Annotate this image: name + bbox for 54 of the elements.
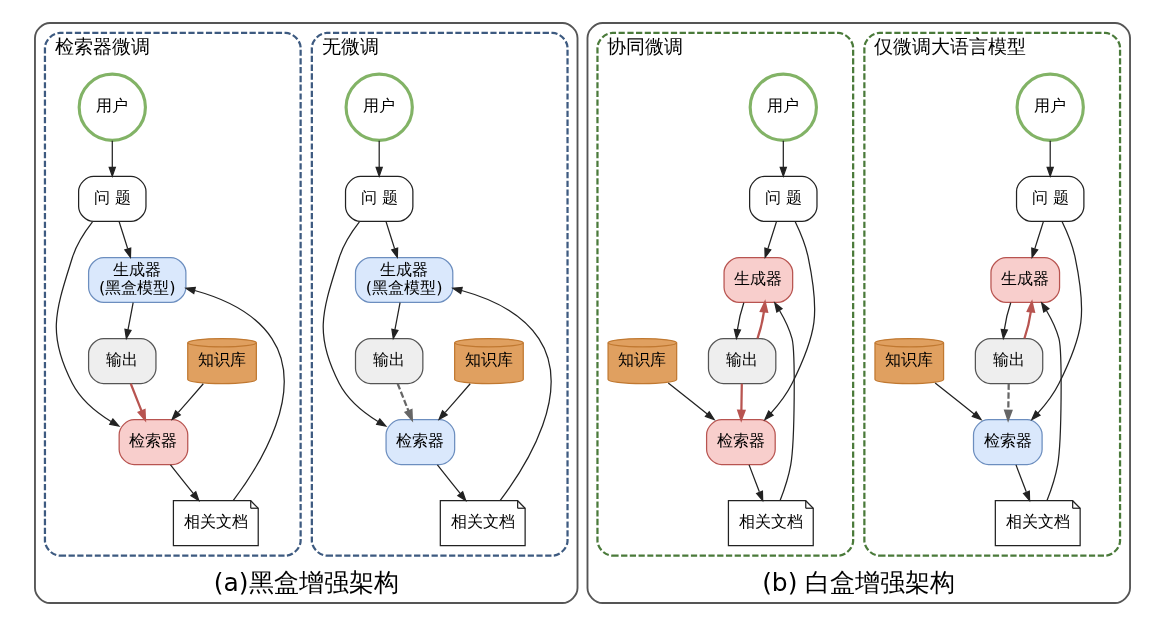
node-box: 问 题 — [748, 175, 818, 222]
arrow — [934, 382, 983, 421]
node-box: 问 题 — [344, 175, 413, 222]
arrow — [1030, 221, 1044, 260]
arrow — [384, 221, 398, 260]
arrow — [733, 302, 744, 341]
node-circle: 用户 — [748, 72, 818, 142]
node-box: 输出 — [707, 338, 776, 385]
arrow — [1040, 301, 1062, 502]
node-box: 检索器 — [118, 419, 188, 466]
arrow — [999, 302, 1011, 341]
arrow — [118, 221, 131, 260]
arrow — [778, 140, 787, 178]
arrow — [1045, 140, 1054, 178]
node-circle: 用户 — [77, 72, 147, 142]
arrow — [55, 221, 120, 427]
arrow — [170, 383, 204, 421]
arrow — [183, 286, 285, 502]
arrow — [129, 383, 146, 423]
arrow — [736, 383, 746, 423]
node-box: 检索器 — [384, 419, 455, 466]
arrow — [763, 221, 777, 260]
node-box: 输出 — [974, 338, 1043, 385]
node-box: 输出 — [87, 338, 157, 385]
arrow — [450, 286, 552, 502]
arrow — [390, 302, 401, 341]
node-box: 生成器 (黑盒模型) — [87, 256, 186, 304]
arrow — [123, 302, 134, 341]
node-box: 问 题 — [1015, 175, 1084, 222]
node-circle: 用户 — [344, 72, 414, 142]
arrow — [107, 140, 116, 178]
arrow — [322, 221, 387, 427]
node-box: 检索器 — [972, 419, 1043, 466]
arrow — [169, 464, 200, 502]
arrow — [437, 383, 471, 421]
arrow — [755, 299, 768, 339]
arrow — [436, 464, 467, 502]
node-box: 输出 — [354, 338, 423, 385]
node-box: 问 题 — [77, 175, 147, 222]
node-box: 生成器 — [722, 256, 793, 304]
node-box: 检索器 — [705, 419, 776, 466]
arrow — [1014, 464, 1030, 503]
arrow — [1022, 299, 1035, 339]
arrow — [747, 464, 763, 503]
arrow — [773, 301, 795, 502]
arrow — [763, 221, 815, 421]
node-circle: 用户 — [1015, 72, 1085, 142]
arrow — [374, 140, 383, 178]
arrow — [396, 383, 413, 423]
arrow — [667, 382, 716, 421]
arrow — [1030, 221, 1082, 421]
node-box: 生成器 (黑盒模型) — [354, 256, 453, 304]
node-box: 生成器 — [989, 256, 1060, 304]
arrow — [1003, 383, 1013, 423]
